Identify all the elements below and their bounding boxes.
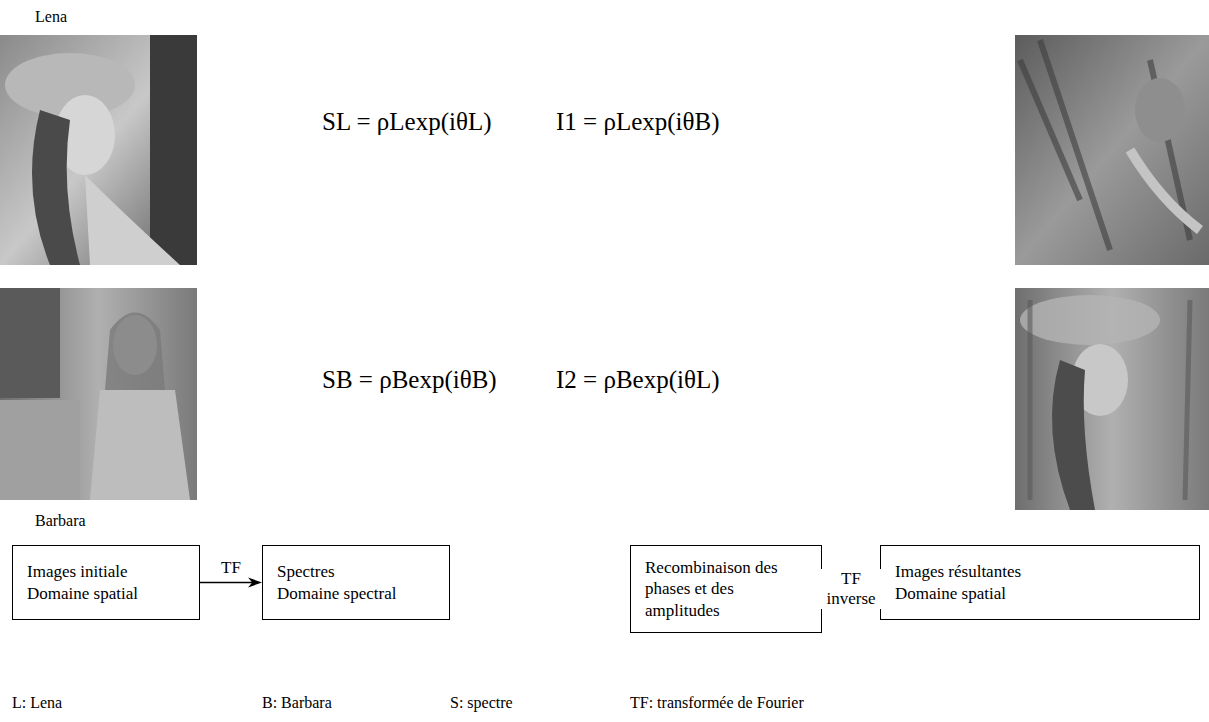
equation: I1 = ρLexp(iθB) xyxy=(556,108,720,136)
equation: SL = ρLexp(iθL) xyxy=(322,108,492,136)
edge-label: TF inverse xyxy=(814,569,888,610)
result-image-1 xyxy=(1015,35,1209,265)
equation: SB = ρBexp(iθB) xyxy=(322,366,497,394)
box-text: Images initiale xyxy=(27,561,185,582)
box-text: Domaine spatial xyxy=(27,583,185,604)
arrow-connector xyxy=(200,578,262,588)
process-box: SpectresDomaine spectral xyxy=(262,545,450,620)
process-box: Recombinaison des phases et des amplitud… xyxy=(630,545,822,633)
edge-label: TF xyxy=(219,558,243,578)
image-title: Barbara xyxy=(35,512,86,530)
image-title: Lena xyxy=(35,8,67,26)
equation: I2 = ρBexp(iθL) xyxy=(556,366,720,394)
lena-photo xyxy=(0,35,197,265)
box-text: Domaine spatial xyxy=(895,583,1185,604)
abbreviation-note: L: Lena xyxy=(12,694,62,712)
box-text: Images résultantes xyxy=(895,561,1185,582)
abbreviation-note: TF: transformée de Fourier xyxy=(630,694,804,712)
box-text: Domaine spectral xyxy=(277,583,435,604)
barbara-photo xyxy=(0,288,197,500)
abbreviation-note: B: Barbara xyxy=(262,694,332,712)
box-text: Spectres xyxy=(277,561,435,582)
abbreviation-note: S: spectre xyxy=(450,694,513,712)
process-box: Images initialeDomaine spatial xyxy=(12,545,200,620)
process-box: Images résultantesDomaine spatial xyxy=(880,545,1200,620)
result-image-2 xyxy=(1015,288,1209,510)
box-text: Recombinaison des phases et des amplitud… xyxy=(645,557,807,621)
